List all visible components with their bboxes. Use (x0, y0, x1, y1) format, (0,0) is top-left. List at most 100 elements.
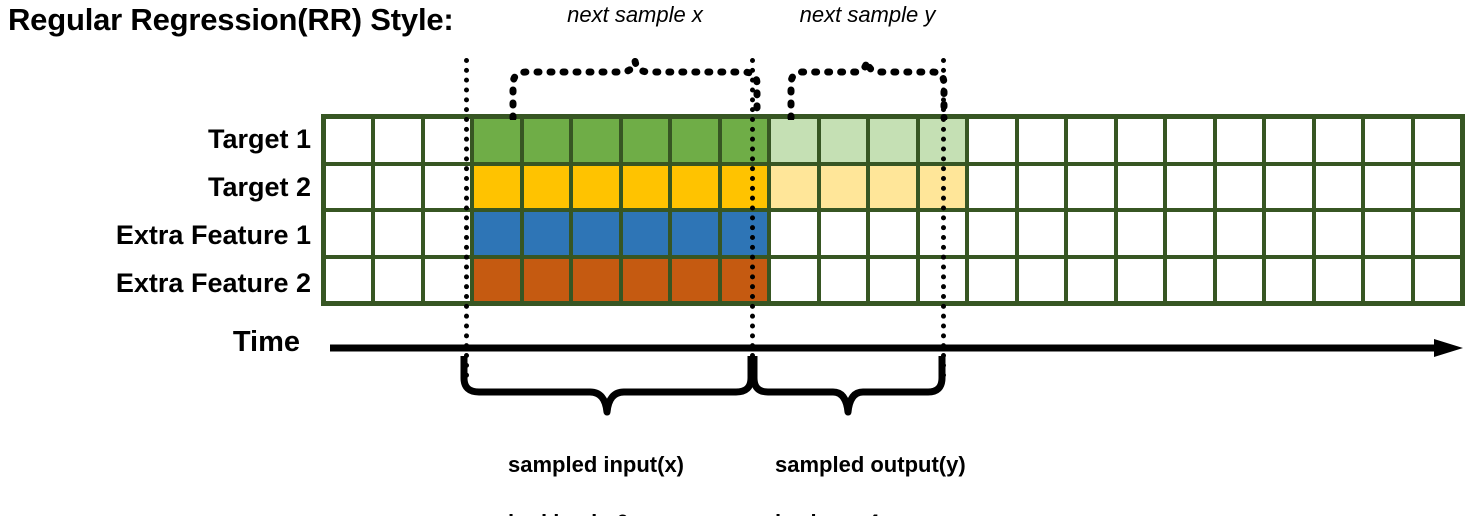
grid-cell-empty (1117, 258, 1164, 301)
grid-cell-empty (375, 212, 421, 255)
brace-text-sampled-input: sampled input(x) lookback=6 input_featur… (508, 421, 731, 516)
grid-cell-input (672, 165, 718, 208)
grid-cell-empty (1365, 212, 1411, 255)
row-label-target-2: Target 2 (207, 172, 311, 202)
sampled-output-title: sampled output(y) (775, 452, 966, 478)
grid-cell-output (820, 165, 867, 208)
grid-cell-input (622, 165, 669, 208)
grid-cell-input (474, 119, 520, 162)
brace-label-next-sample-x: next sample x (567, 2, 703, 27)
grid-cell-input (523, 212, 570, 255)
grid-cell-empty (1167, 165, 1213, 208)
row-label-extra-feature-2: Extra Feature 2 (115, 268, 311, 298)
grid-cell-empty (1266, 212, 1312, 255)
grid-cell-input (573, 258, 619, 301)
grid-cell-empty (1414, 258, 1460, 301)
grid-cell-empty (1365, 119, 1411, 162)
grid-cell-empty (820, 212, 867, 255)
grid-cell-empty (424, 119, 471, 162)
grid-cell-empty (1068, 165, 1114, 208)
grid-cell-input (672, 119, 718, 162)
grid-cell-empty (1216, 212, 1263, 255)
brace-next-sample-x (509, 60, 761, 120)
grid-cell-empty (820, 258, 867, 301)
brace-sampled-input (460, 356, 755, 416)
grid-cell-empty (1018, 119, 1065, 162)
row-label-extra-feature-1: Extra Feature 1 (115, 220, 311, 250)
grid-cell-empty (1414, 212, 1460, 255)
grid-cell-output (870, 165, 916, 208)
grid-cell-empty (969, 119, 1015, 162)
grid-cell-empty (1414, 119, 1460, 162)
grid-cell-empty (1315, 258, 1362, 301)
grid-cell-empty (969, 165, 1015, 208)
guide-line-input-end (750, 58, 755, 378)
grid-cell-empty (1167, 258, 1213, 301)
grid-cell-empty (326, 212, 372, 255)
grid-cell-empty (1365, 165, 1411, 208)
grid-cell-input (474, 212, 520, 255)
grid-cell-empty (870, 258, 916, 301)
grid-cell-empty (1018, 165, 1065, 208)
grid-cell-input (523, 165, 570, 208)
brace-next-sample-y (787, 60, 948, 120)
grid-cell-empty (375, 119, 421, 162)
sampled-input-title: sampled input(x) (508, 452, 685, 478)
grid-cell-input (474, 165, 520, 208)
grid-cell-input (523, 119, 570, 162)
guide-line-output-end (941, 58, 946, 378)
grid-cell-empty (1266, 258, 1312, 301)
grid-cell-empty (1315, 212, 1362, 255)
grid-cell-input (672, 212, 718, 255)
grid-cell-output (771, 119, 817, 162)
grid-cell-empty (1315, 165, 1362, 208)
grid-cell-empty (1365, 258, 1411, 301)
grid-cell-empty (1216, 165, 1263, 208)
grid-cell-empty (326, 165, 372, 208)
grid-cell-empty (870, 212, 916, 255)
grid-cell-input (573, 212, 619, 255)
grid-cell-input (721, 258, 768, 301)
grid-cell-empty (1216, 258, 1263, 301)
grid-cell-empty (424, 165, 471, 208)
grid-cell-empty (969, 258, 1015, 301)
brace-text-sampled-output: sampled output(y) horizon=4 output_featu… (775, 421, 1013, 516)
grid-cell-empty (326, 119, 372, 162)
time-axis-label: Time (232, 326, 300, 358)
grid-cell-input (721, 212, 768, 255)
grid-cell-empty (771, 258, 817, 301)
grid-cell-input (622, 212, 669, 255)
grid-cell-empty (1068, 212, 1114, 255)
grid-cell-empty (771, 212, 817, 255)
grid-cell-empty (375, 165, 421, 208)
time-axis-arrow (330, 339, 1463, 357)
grid-cell-empty (1266, 119, 1312, 162)
grid-cell-input (573, 165, 619, 208)
page-title: Regular Regression(RR) Style: (8, 2, 454, 37)
grid-cell-empty (1117, 212, 1164, 255)
grid-cell-empty (1167, 212, 1213, 255)
row-label-group: Target 1 Target 2 Extra Feature 1 Extra … (0, 0, 321, 516)
brace-label-next-sample-y: next sample y (799, 2, 936, 27)
grid-cell-input (721, 119, 768, 162)
grid-cell-empty (1216, 119, 1263, 162)
grid-cell-empty (1117, 165, 1164, 208)
grid-cell-empty (1414, 165, 1460, 208)
grid-cell-input (672, 258, 718, 301)
grid-cell-empty (969, 212, 1015, 255)
grid-cell-input (622, 119, 669, 162)
grid-cell-empty (1117, 119, 1164, 162)
grid-cell-empty (1266, 165, 1312, 208)
grid-cell-empty (1018, 258, 1065, 301)
grid-cell-output (771, 165, 817, 208)
grid-cell-empty (1315, 119, 1362, 162)
grid-cell-empty (1068, 119, 1114, 162)
grid-cell-output (870, 119, 916, 162)
grid-cell-empty (326, 258, 372, 301)
grid-cell-input (573, 119, 619, 162)
grid-cell-input (622, 258, 669, 301)
brace-sampled-output (750, 356, 946, 416)
grid-cell-empty (1068, 258, 1114, 301)
grid-cell-empty (1018, 212, 1065, 255)
